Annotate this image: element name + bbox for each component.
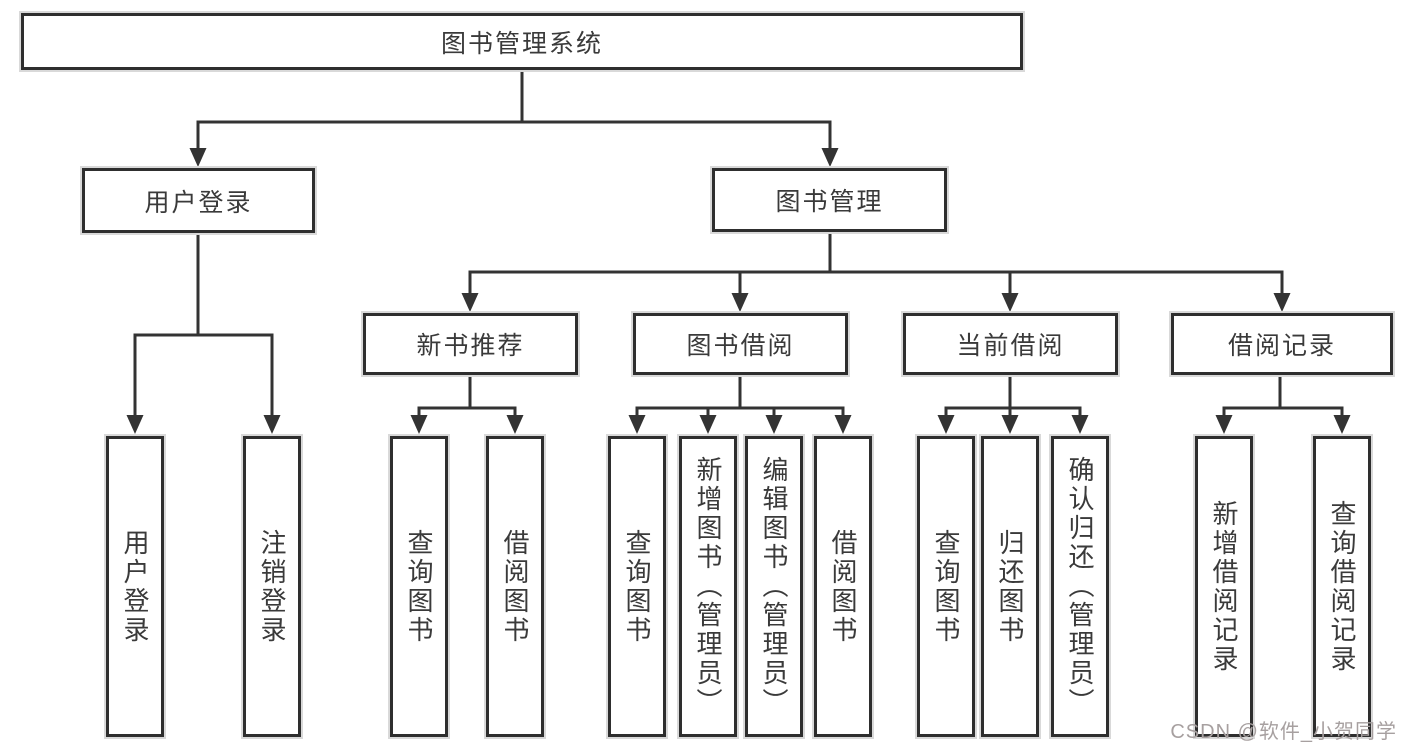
leaf-add-books-admin-label: 新增图书（管理员） (693, 456, 723, 717)
connector-root-to-level2 (189, 68, 839, 167)
leaf-return-books-label: 归还图书 (995, 528, 1025, 645)
node-book-borrow-label: 图书借阅 (686, 332, 795, 360)
connector-current-to-leaves (937, 373, 1089, 434)
connector-records-to-leaves (1215, 372, 1351, 434)
leaf-return-books: 归还图书 (981, 436, 1039, 737)
leaf-query-borrow-record-label: 查询借阅记录 (1327, 499, 1357, 674)
leaf-add-borrow-record-label: 新增借阅记录 (1209, 499, 1239, 674)
node-user-login: 用户登录 (82, 168, 315, 233)
leaf-user-login: 用户登录 (106, 436, 164, 737)
leaf-confirm-return-admin: 确认归还（管理员） (1051, 436, 1109, 737)
leaf-logout-label: 注销登录 (257, 528, 287, 645)
connector-borrow-to-leaves (628, 373, 852, 434)
connector-recommend-to-leaves (410, 373, 524, 434)
node-book-management: 图书管理 (712, 168, 947, 232)
leaf-add-books-admin: 新增图书（管理员） (679, 436, 737, 737)
node-root-label: 图书管理系统 (440, 29, 603, 58)
leaf-recommend-query-books: 查询图书 (390, 436, 448, 737)
leaf-recommend-borrow-books-label: 借阅图书 (500, 528, 530, 645)
leaf-recommend-query-books-label: 查询图书 (404, 528, 434, 645)
node-borrow-records-label: 借阅记录 (1227, 332, 1336, 360)
node-current-borrow: 当前借阅 (903, 313, 1118, 375)
node-user-login-label: 用户登录 (144, 188, 253, 217)
leaf-confirm-return-admin-label: 确认归还（管理员） (1065, 456, 1095, 717)
leaf-edit-books-admin: 编辑图书（管理员） (745, 436, 803, 737)
leaf-current-query-books: 查询图书 (917, 436, 975, 737)
node-borrow-records: 借阅记录 (1171, 313, 1393, 375)
connector-bookmgmt-to-level3 (461, 230, 1291, 312)
node-new-book-recommend-label: 新书推荐 (416, 332, 525, 360)
leaf-logout: 注销登录 (243, 436, 301, 737)
connector-userlogin-to-leaves (126, 231, 281, 434)
leaf-recommend-borrow-books: 借阅图书 (486, 436, 544, 737)
leaf-edit-books-admin-label: 编辑图书（管理员） (759, 456, 789, 717)
leaf-borrow-query-books-label: 查询图书 (622, 528, 652, 645)
node-book-management-label: 图书管理 (775, 188, 884, 216)
node-book-borrow: 图书借阅 (633, 313, 848, 375)
csdn-watermark: CSDN @软件_小贺同学 (1170, 721, 1397, 743)
leaf-borrow-query-books: 查询图书 (608, 436, 666, 737)
leaf-borrow-books-label: 借阅图书 (828, 528, 858, 645)
leaf-current-query-books-label: 查询图书 (931, 528, 961, 645)
node-new-book-recommend: 新书推荐 (363, 313, 578, 375)
node-root-system: 图书管理系统 (21, 13, 1023, 70)
leaf-borrow-books: 借阅图书 (814, 436, 872, 737)
leaf-add-borrow-record: 新增借阅记录 (1195, 436, 1253, 737)
leaf-user-login-label: 用户登录 (120, 528, 150, 645)
leaf-query-borrow-record: 查询借阅记录 (1313, 436, 1371, 737)
node-current-borrow-label: 当前借阅 (956, 332, 1065, 360)
